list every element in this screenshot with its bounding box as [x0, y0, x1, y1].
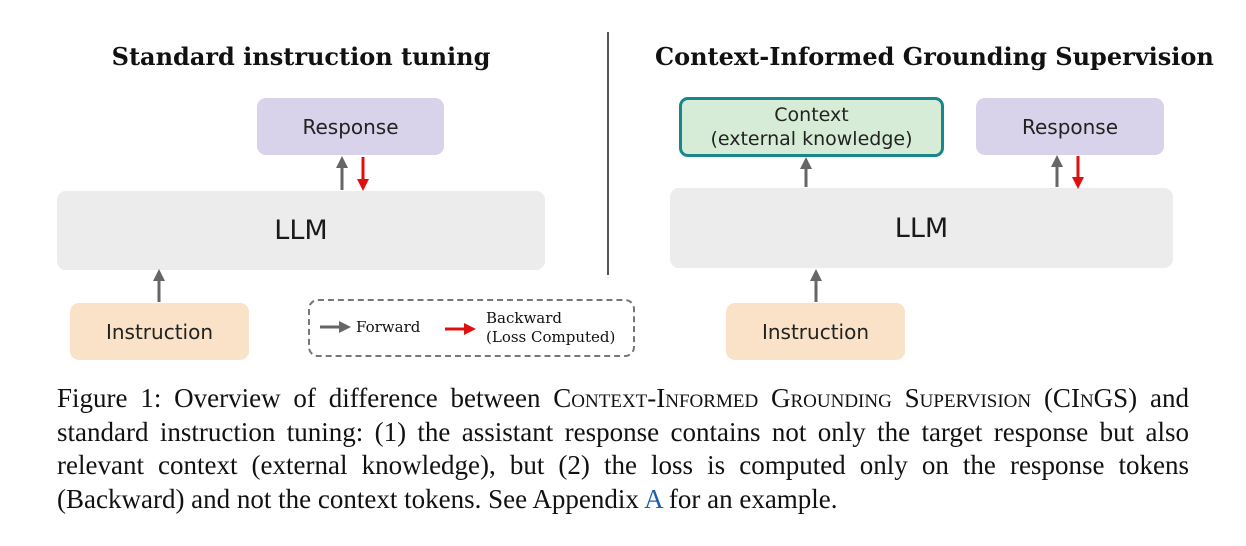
- context-box: Context (external knowledge): [679, 97, 944, 157]
- caption-abbrev-close: GS): [1093, 383, 1138, 413]
- left-llm-box: LLM: [57, 191, 545, 270]
- legend-backward-title: Backward: [486, 309, 563, 327]
- legend-forward-label: Forward: [356, 318, 421, 336]
- right-panel-title: Context-Informed Grounding Supervision: [655, 42, 1214, 71]
- figure-caption: Figure 1: Overview of difference between…: [57, 382, 1189, 516]
- caption-abbrev-small: n: [1079, 383, 1094, 413]
- appendix-link[interactable]: A: [644, 483, 663, 514]
- left-instruction-box: Instruction: [70, 303, 249, 360]
- legend: [308, 299, 635, 357]
- legend-backward-subtitle: (Loss Computed): [486, 328, 616, 346]
- left-response-box: Response: [257, 98, 444, 155]
- right-llm-box: LLM: [670, 188, 1173, 268]
- caption-abbrev-open: (CI: [1031, 383, 1080, 413]
- caption-body: and standard instruction tuning: (1) the…: [57, 383, 1189, 514]
- right-instruction-box: Instruction: [726, 303, 905, 360]
- right-response-box: Response: [976, 98, 1164, 155]
- context-label: Context: [774, 104, 849, 126]
- left-panel-title: Standard instruction tuning: [111, 42, 491, 71]
- context-sublabel: (external knowledge): [710, 128, 913, 150]
- legend-backward-label: Backward (Loss Computed): [486, 309, 615, 347]
- caption-prefix: Figure 1: Overview of difference between: [57, 383, 554, 413]
- caption-suffix: for an example.: [662, 483, 838, 514]
- caption-method-name: Context-Informed Grounding Supervision: [553, 383, 1032, 413]
- panel-divider: [607, 32, 609, 275]
